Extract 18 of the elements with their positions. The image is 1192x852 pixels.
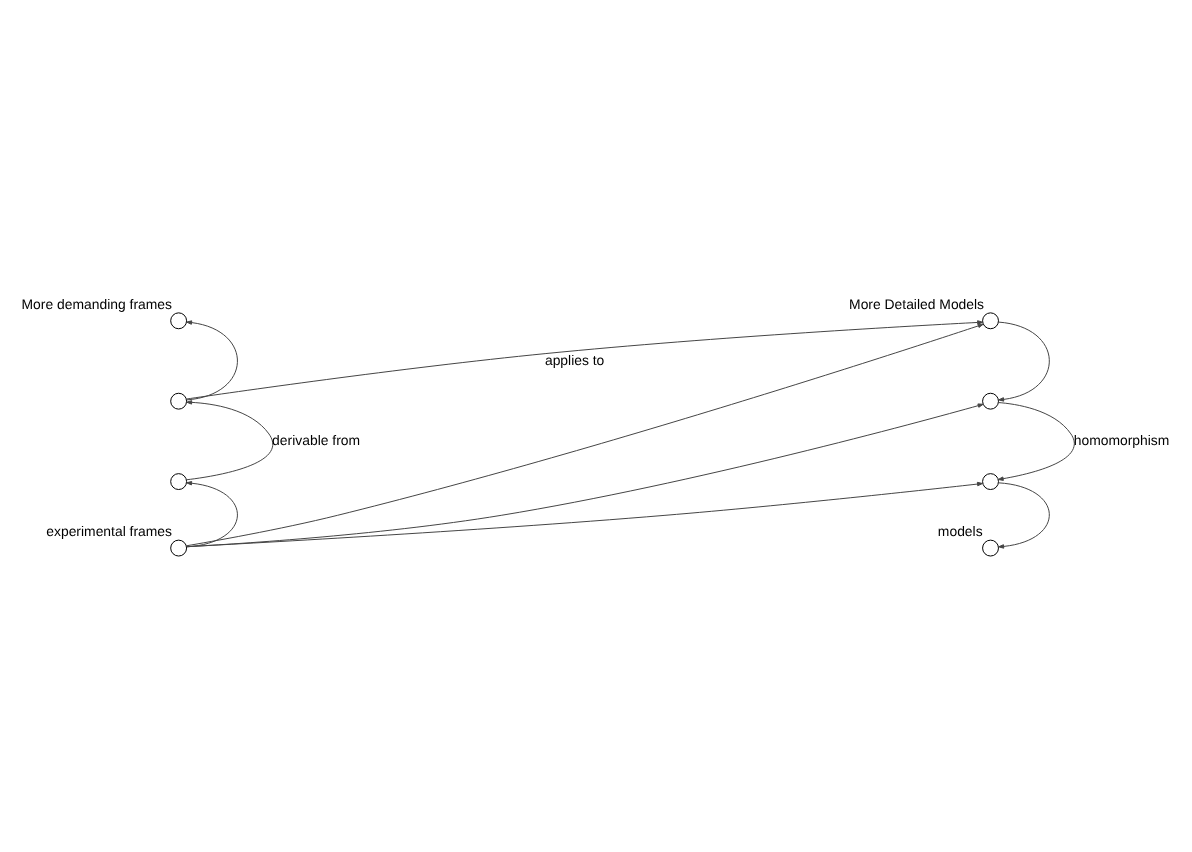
node-circle	[982, 311, 999, 329]
node-circle	[982, 538, 999, 556]
node-circle	[982, 391, 999, 409]
node-circle	[982, 472, 999, 490]
arrow	[186, 480, 983, 547]
arrow	[186, 480, 238, 547]
arrow	[186, 319, 238, 400]
node-circle	[170, 472, 188, 490]
node-circle	[170, 391, 188, 409]
node-circle	[170, 311, 188, 329]
node-circle	[170, 538, 188, 556]
arrow	[185, 322, 984, 546]
arrow	[185, 319, 984, 399]
arrow	[186, 399, 273, 480]
arrow	[998, 481, 1050, 548]
arrow	[998, 320, 1050, 401]
arrow	[997, 401, 1075, 480]
arrow	[186, 402, 984, 547]
